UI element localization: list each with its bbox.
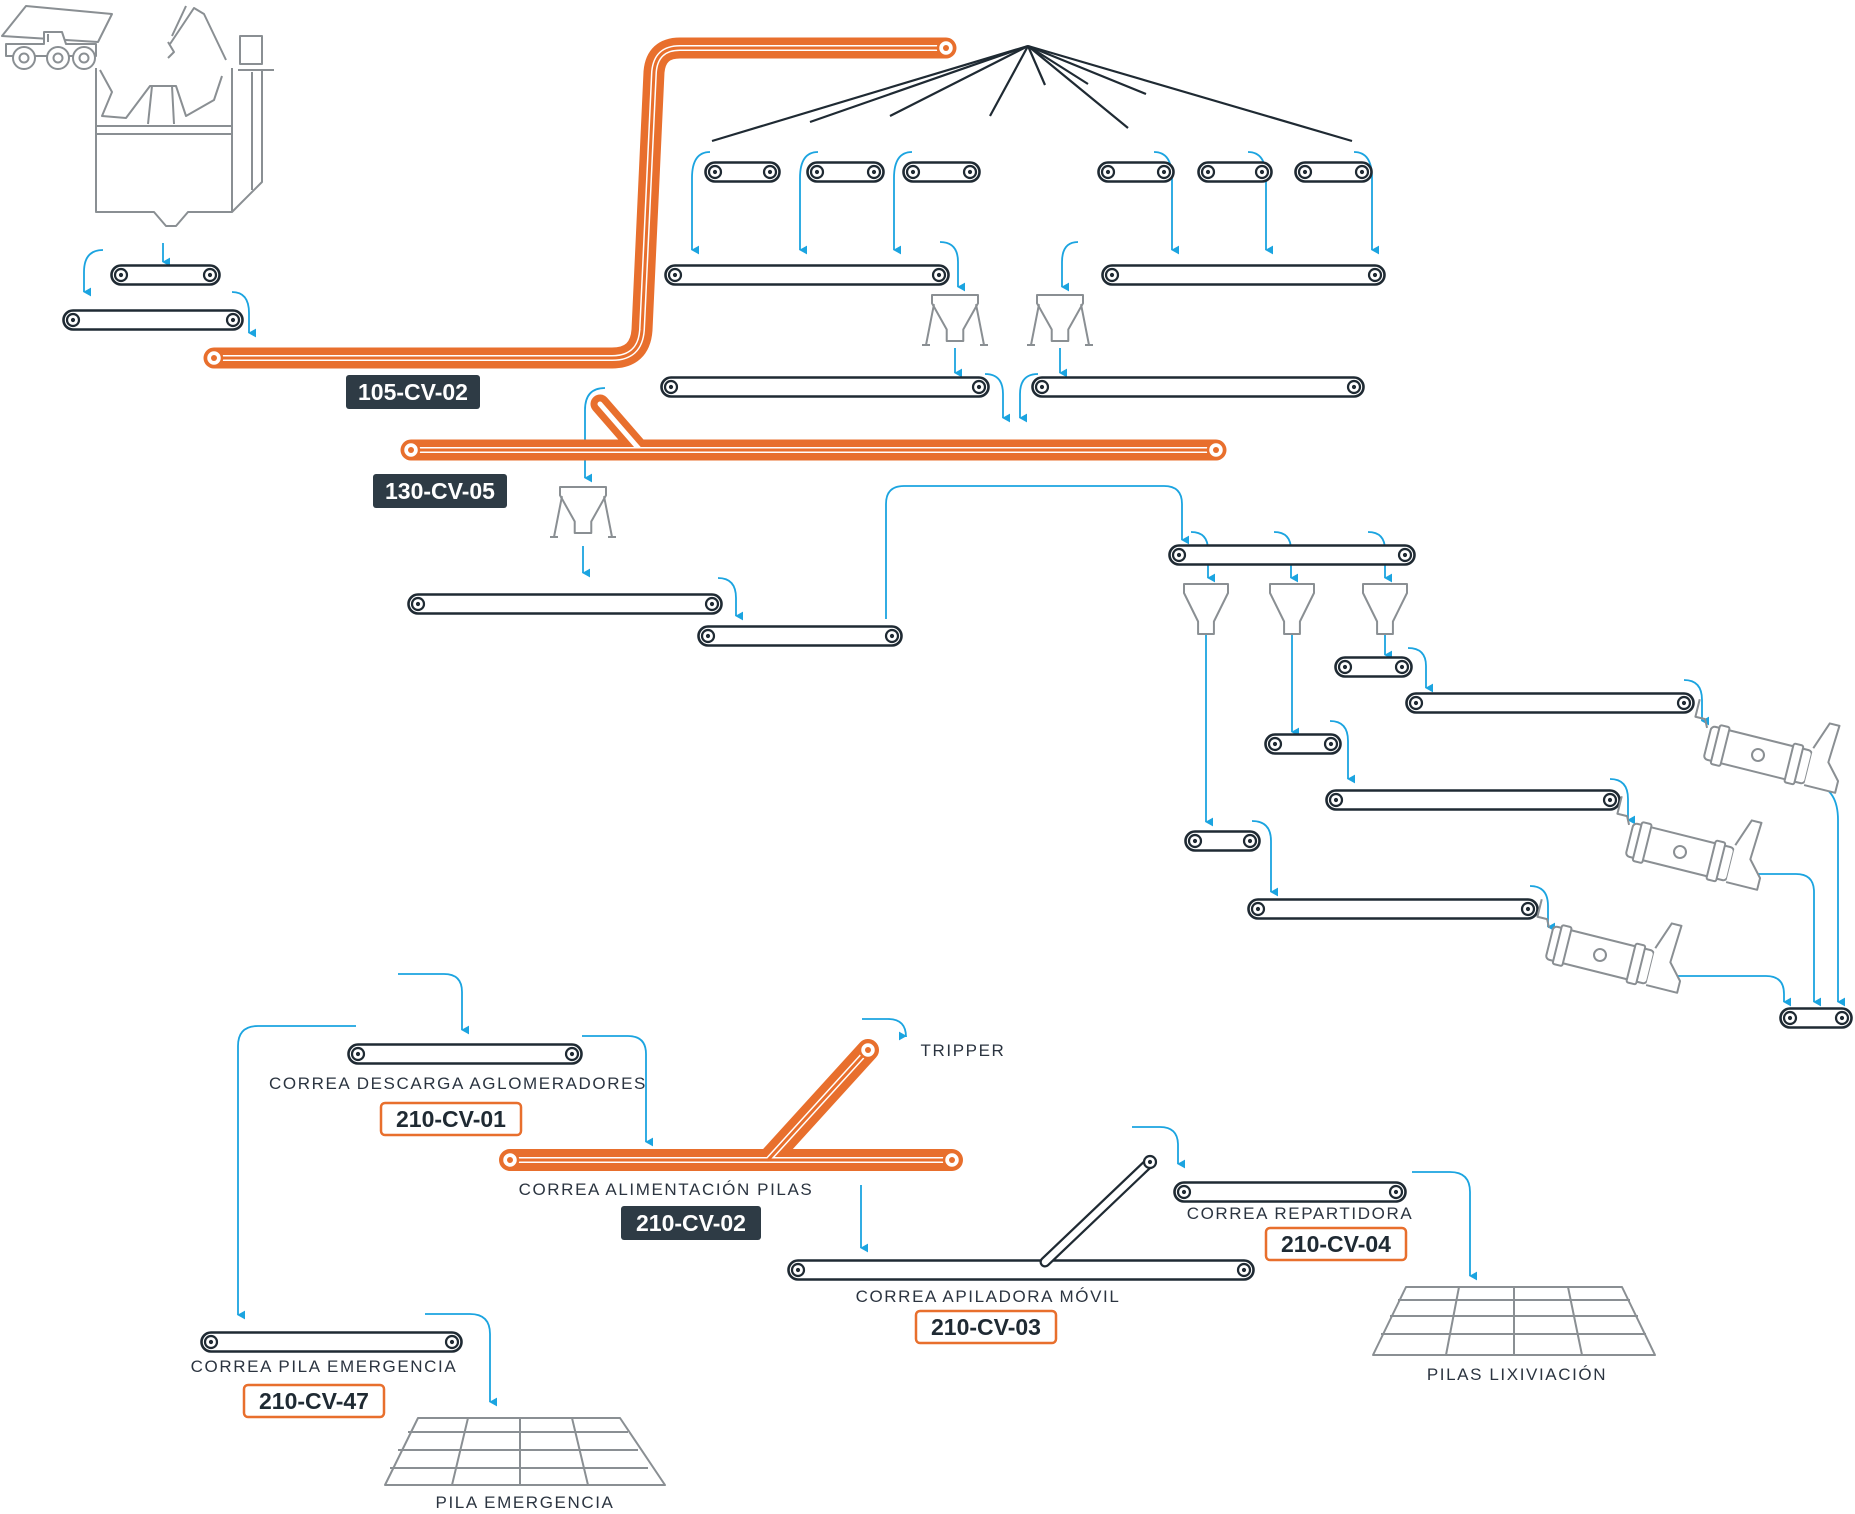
tag-210-cv-47: 210-CV-47: [242, 1383, 386, 1419]
label-pilas-lixiviacion: PILAS LIXIVIACIÓN: [1427, 1365, 1607, 1384]
pulley-icon: [204, 348, 224, 368]
label-repartidora: CORREA REPARTIDORA: [1187, 1204, 1414, 1223]
hopper-icon: [1183, 583, 1229, 635]
rock-breaker-icon: [167, 5, 274, 71]
conveyor-belt: [1247, 898, 1539, 920]
tag-210-cv-01: 210-CV-01: [379, 1101, 523, 1137]
svg-text:210-CV-47: 210-CV-47: [259, 1388, 369, 1414]
label-pila-emergencia-belt: CORREA PILA EMERGENCIA: [191, 1357, 458, 1376]
tag-210-cv-03: 210-CV-03: [914, 1309, 1058, 1345]
pulley-icon: [858, 1040, 878, 1060]
conveyor-belt: [407, 593, 723, 615]
pulley-icon: [1142, 1154, 1158, 1170]
haul-truck-icon: [1, 5, 113, 70]
pulley-icon: [942, 1150, 962, 1170]
label-alimentacion-pilas: CORREA ALIMENTACIÓN PILAS: [519, 1180, 814, 1199]
conveyor-belt: [1325, 789, 1621, 811]
svg-text:105-CV-02: 105-CV-02: [358, 379, 468, 405]
conveyor-belt: [1097, 161, 1175, 183]
svg-text:210-CV-04: 210-CV-04: [1281, 1231, 1391, 1257]
conveyor-210-cv-02: [499, 1039, 963, 1171]
conveyor-belt: [704, 161, 781, 183]
leach-pad-icon: [1372, 1286, 1656, 1356]
conveyor-belt: [806, 161, 885, 183]
conveyor-belts: [62, 161, 1853, 1353]
svg-text:210-CV-02: 210-CV-02: [636, 1210, 746, 1236]
agglomerator-drum-icon: [1616, 796, 1763, 891]
agglomerator-drum-icon: [1694, 699, 1841, 794]
main-conveyors: [203, 37, 1227, 1171]
distribution-fan: [711, 44, 1353, 143]
hopper-icon: [1362, 583, 1408, 635]
hopper-icon: [1269, 583, 1315, 635]
pulley-icon: [401, 440, 421, 460]
tag-210-cv-04: 210-CV-04: [1264, 1226, 1408, 1262]
hopper-icon: [922, 294, 988, 346]
pulley-icon: [936, 38, 956, 58]
tag-130-cv-05: 130-CV-05: [373, 474, 507, 508]
svg-text:210-CV-03: 210-CV-03: [931, 1314, 1041, 1340]
conveyor-belt: [1101, 264, 1386, 286]
conveyor-belt: [1294, 161, 1373, 183]
conveyor-belt: [1184, 830, 1261, 852]
conveyor-belt: [660, 376, 990, 398]
conveyor-belt: [200, 1331, 463, 1353]
label-apiladora-movil: CORREA APILADORA MÓVIL: [856, 1287, 1121, 1306]
conveyor-belt: [697, 625, 903, 647]
hopper-icon: [550, 486, 616, 538]
conveyor-belt: [787, 1259, 1255, 1281]
tag-210-cv-02: 210-CV-02: [621, 1206, 761, 1240]
agglomerator-drum-icon: [1536, 899, 1683, 994]
conveyor-belt: [1334, 656, 1413, 678]
conveyor-belt: [62, 309, 244, 331]
pulley-icon: [1206, 440, 1226, 460]
material-flow-lines: [83, 151, 1846, 1407]
crusher-icon: [95, 68, 263, 227]
conveyor-belt: [1197, 161, 1273, 183]
label-pila-emergencia: PILA EMERGENCIA: [436, 1493, 615, 1512]
pulley-icon: [500, 1150, 520, 1170]
conveyor-belt: [1173, 1181, 1407, 1203]
tag-105-cv-02: 105-CV-02: [346, 375, 480, 409]
conveyor-belt: [110, 264, 221, 286]
conveyor-belt: [664, 264, 950, 286]
svg-text:210-CV-01: 210-CV-01: [396, 1106, 506, 1132]
conveyor-belt: [1405, 692, 1695, 714]
conveyor-belt: [1779, 1007, 1853, 1029]
conveyor-belt: [347, 1043, 583, 1065]
conveyor-belt: [1168, 544, 1416, 566]
conveyor-105-cv-02: [203, 37, 957, 369]
conveyor-belt: [1031, 376, 1365, 398]
label-tripper: TRIPPER: [921, 1041, 1006, 1060]
emergency-pad-icon: [384, 1417, 666, 1486]
svg-text:130-CV-05: 130-CV-05: [385, 478, 495, 504]
label-descarga-aglomeradores: CORREA DESCARGA AGLOMERADORES: [269, 1074, 647, 1093]
conveyor-belt: [902, 161, 981, 183]
conveyor-belt: [1264, 733, 1342, 755]
hopper-icon: [1027, 294, 1093, 346]
